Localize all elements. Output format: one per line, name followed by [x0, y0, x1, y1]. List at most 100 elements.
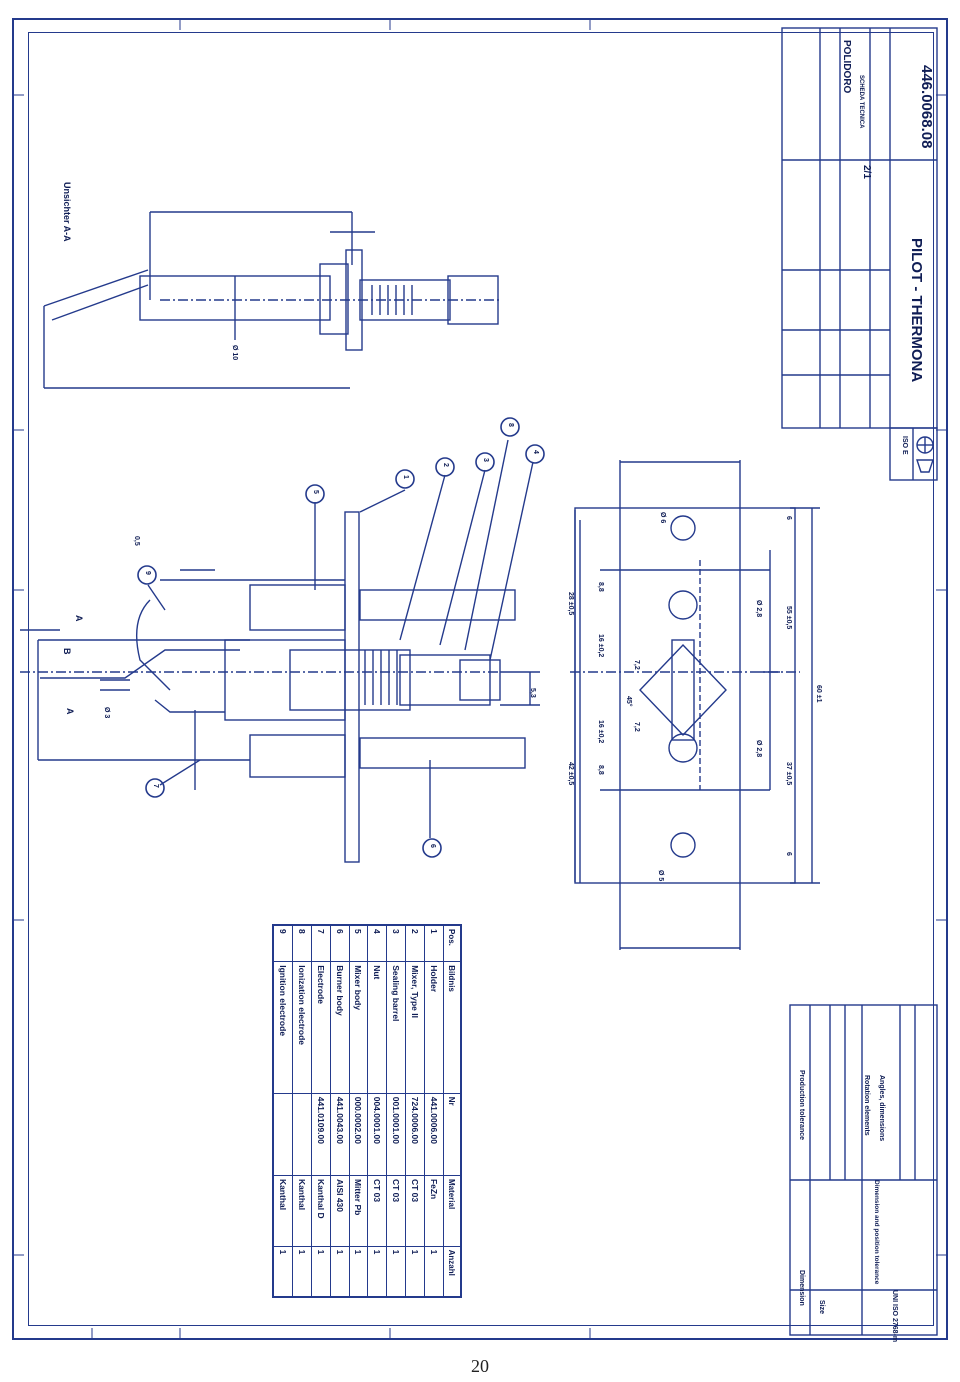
- company-name: POLIDORO: [841, 40, 852, 94]
- cell: Mitter Pb: [349, 1175, 368, 1247]
- company-sub: SCHEDA TECNICA: [858, 75, 864, 129]
- cell: Kanthal: [292, 1175, 312, 1247]
- cell: Holder: [424, 961, 444, 1094]
- dim-6b: 6: [785, 852, 792, 856]
- dim-d3: Ø 3: [103, 707, 110, 719]
- cell: 1: [349, 1246, 368, 1297]
- cell: CT 03: [367, 1175, 387, 1247]
- cell: 2: [405, 925, 425, 962]
- page-number: 20: [471, 1356, 489, 1376]
- scale-value: 2/1: [861, 165, 872, 179]
- dim-16b: 16 ±0,2: [597, 720, 604, 744]
- dim-60: 60 ±1: [815, 685, 822, 703]
- cell: 1: [330, 1246, 350, 1297]
- cell: 004.0001.00: [367, 1093, 387, 1176]
- cell: Burner body: [330, 961, 350, 1094]
- section-view: [43, 211, 500, 389]
- dim-d28b: Ø 2,8: [755, 740, 762, 758]
- drawing-sheet: [12, 18, 948, 1340]
- dim-6a: 6: [785, 516, 792, 520]
- callout-3: 3: [482, 458, 489, 462]
- cell: 441.0109.00: [311, 1093, 331, 1176]
- cell: Ionization electrode: [292, 961, 312, 1094]
- tolerance-size: Size: [818, 1300, 825, 1315]
- col-pos: Pos.: [443, 925, 461, 962]
- cell: 9: [273, 925, 293, 962]
- tolerance-title: Production tolerance: [798, 1070, 805, 1141]
- cell: 1: [386, 1246, 406, 1297]
- cell: 3: [386, 925, 406, 962]
- cell: [292, 1093, 312, 1176]
- cell: 1: [424, 1246, 444, 1297]
- cell: 1: [292, 1246, 312, 1297]
- dim-16a: 16 ±0,2: [597, 634, 604, 658]
- dim-d5: Ø 5: [657, 870, 664, 882]
- cell: 441.0006.00: [424, 1093, 444, 1176]
- callout-9: 9: [144, 571, 151, 575]
- parts-header-row: Pos. Bildnis Nr Material Anzahl: [443, 925, 461, 1297]
- tolerance-block-lines: [789, 1004, 938, 1336]
- cell: AISI 430: [330, 1175, 350, 1247]
- cell: 1: [273, 1246, 293, 1297]
- cell: 7: [311, 925, 331, 962]
- dim-d10: Ø 10: [231, 345, 238, 361]
- tolerance-dim-pos: Dimension and position tolerance: [873, 1180, 880, 1285]
- holder-plate-view: [570, 460, 820, 950]
- cell: CT 03: [405, 1175, 425, 1247]
- dim-88a: 8,8: [597, 582, 604, 592]
- dim-37: 37 ±0,5: [785, 762, 792, 786]
- callout-4: 4: [532, 450, 539, 454]
- drawing-frame: [28, 32, 934, 1326]
- dim-d6: Ø 6: [659, 512, 666, 524]
- cell: Kanthal: [273, 1175, 293, 1247]
- section-label: Unsichter A-A: [62, 182, 72, 242]
- cell: 8: [292, 925, 312, 962]
- dim-55: 55 ±0,5: [785, 606, 792, 630]
- cell: 4: [367, 925, 387, 962]
- cell: Electrode: [311, 961, 331, 1094]
- dim-72a: 7,2: [633, 660, 640, 670]
- cell: Kanthal D: [311, 1175, 331, 1247]
- cell: Nut: [367, 961, 387, 1094]
- cell: Mixer body: [349, 961, 368, 1094]
- drawing-title: PILOT - THERMONA: [908, 238, 925, 383]
- cell: 6: [330, 925, 350, 962]
- col-name: Bildnis: [443, 961, 461, 1094]
- tolerance-standard: UNI ISO 2768-m: [891, 1290, 898, 1343]
- dim-88b: 8,8: [597, 765, 604, 775]
- cell: Sealing barrel: [386, 961, 406, 1094]
- dim-53: 5,3: [529, 688, 536, 698]
- dim-gap: 0,5: [133, 536, 140, 546]
- dim-42: 42 ±0,5: [567, 762, 574, 786]
- cell: 724.0006.00: [405, 1093, 425, 1176]
- callout-6: 6: [429, 844, 436, 848]
- iso-label: ISO E: [901, 436, 908, 455]
- col-number: Nr: [443, 1093, 461, 1176]
- view-label-b: B: [62, 648, 72, 655]
- dim-28: 28 ±0,5: [567, 592, 574, 616]
- main-view: [20, 439, 540, 863]
- tolerance-dimension: Dimension: [798, 1270, 805, 1306]
- callout-2: 2: [442, 463, 449, 467]
- callout-7: 7: [152, 784, 159, 788]
- callout-1: 1: [402, 475, 409, 479]
- view-label-a2: A: [74, 615, 84, 622]
- cell: FeZn: [424, 1175, 444, 1247]
- cell: 1: [424, 925, 444, 962]
- cell: 5: [349, 925, 368, 962]
- dim-45: 45°: [625, 696, 632, 707]
- col-qty: Anzahl: [443, 1246, 461, 1297]
- title-block-lines: [781, 27, 938, 481]
- callout-circles: [137, 417, 545, 858]
- dim-d28a: Ø 2,8: [755, 600, 762, 618]
- cell: 000.0002.00: [349, 1093, 368, 1176]
